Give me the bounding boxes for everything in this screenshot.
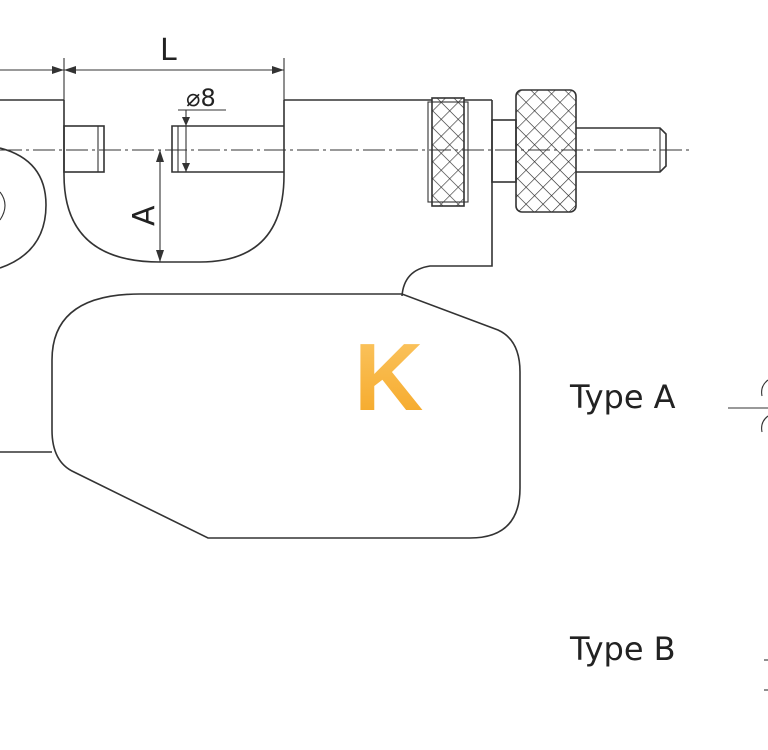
- handle-body: [0, 293, 521, 539]
- dimension-a: [156, 150, 164, 262]
- type-b-label: Type B: [569, 630, 676, 668]
- dimension-l: [0, 58, 285, 100]
- type-a-detail: [728, 379, 768, 433]
- sleeve: [491, 119, 517, 183]
- lock-ring: [427, 97, 469, 207]
- ratchet-shaft: [576, 127, 667, 173]
- thimble: [515, 89, 577, 213]
- frame-outline: [0, 99, 493, 297]
- dimension-l-label: L: [160, 33, 177, 68]
- type-a-label: Type A: [569, 378, 676, 416]
- brand-letter: K: [354, 324, 423, 431]
- type-b-detail: [764, 659, 768, 691]
- frame-hole: [0, 147, 47, 269]
- dimension-diameter: [178, 109, 226, 172]
- anvil: [63, 125, 105, 173]
- dimension-a-label: A: [127, 205, 162, 226]
- spindle: [171, 125, 284, 173]
- dimension-diameter-label: ⌀8: [186, 84, 216, 112]
